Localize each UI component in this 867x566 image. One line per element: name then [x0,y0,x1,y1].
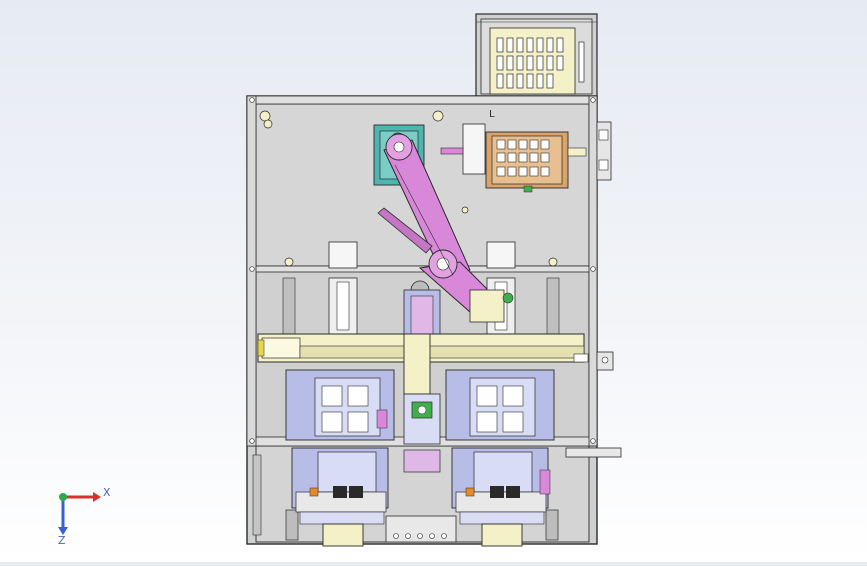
right-side-brackets [565,121,622,458]
z-axis-label: Z [58,534,66,547]
top-panel-fasteners [259,110,558,267]
left-test-station [285,369,395,547]
coordinate-triad: X Z [58,486,111,547]
corner-mark-label: L [489,109,495,120]
linear-rail-beam [257,333,589,395]
orange-gripper-tray [440,123,587,193]
center-lower-tower [376,393,551,543]
right-test-station [445,369,555,547]
top-magazine-box [475,13,598,99]
center-lift-module [403,289,514,339]
x-axis-label: X [103,486,111,499]
